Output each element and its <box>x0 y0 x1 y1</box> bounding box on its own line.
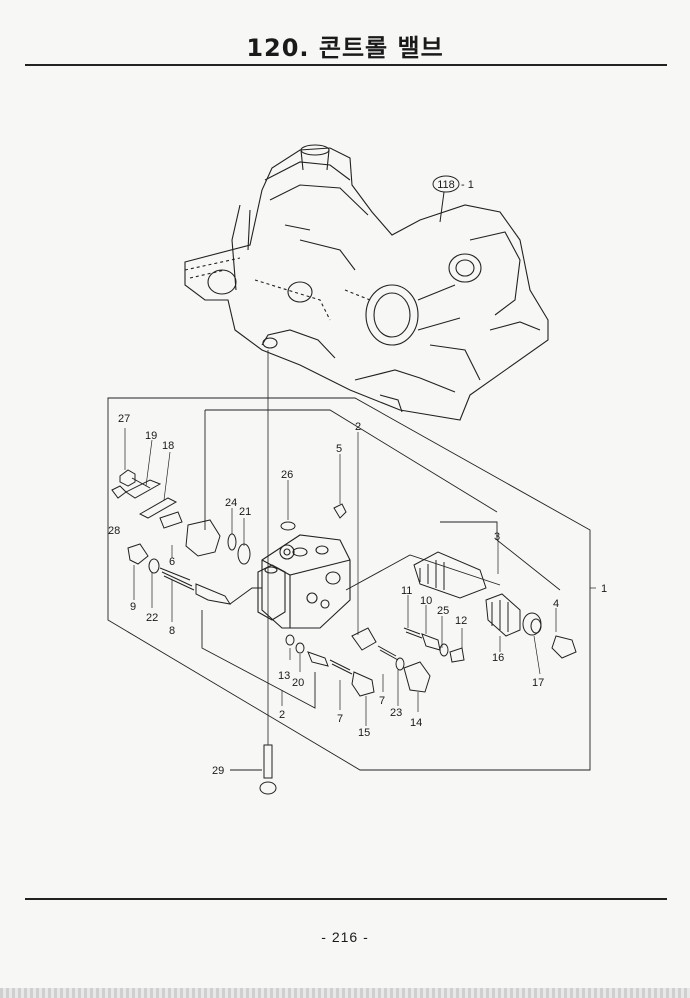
callout-label: 7 <box>337 713 343 725</box>
header-rule <box>25 64 667 66</box>
callout-label: - 1 <box>461 179 474 191</box>
callout-label: 14 <box>410 717 422 729</box>
callout-label: 10 <box>420 595 432 607</box>
page-number: - 216 - <box>321 929 369 945</box>
callout-label: 16 <box>492 652 504 664</box>
control-valve-body-drawing <box>257 534 351 629</box>
callout-label: 24 <box>225 497 237 509</box>
callout-label: 22 <box>146 612 158 624</box>
callout-label: 29 <box>212 765 224 777</box>
callout-label: 13 <box>278 670 290 682</box>
left-parts-group <box>111 469 262 605</box>
callout-label: 15 <box>358 727 370 739</box>
callout-label: 27 <box>118 413 130 425</box>
footer-rule <box>25 898 667 900</box>
callout-label: 3 <box>494 531 500 543</box>
bolt-29-drawing <box>230 744 277 795</box>
callout-label: 18 <box>162 440 174 452</box>
callout-label: 7 <box>379 695 385 707</box>
leader-lines <box>124 428 596 726</box>
scan-edge-strip <box>0 988 690 998</box>
callout-label: 28 <box>108 525 120 537</box>
callout-label: 4 <box>553 598 559 610</box>
page-title: 120. 콘트롤 밸브 <box>246 34 444 62</box>
callout-label: 17 <box>532 677 544 689</box>
callout-label: 26 <box>281 469 293 481</box>
callout-label: 2 <box>355 421 361 433</box>
callout-label: 21 <box>239 506 251 518</box>
callout-label: 8 <box>169 625 175 637</box>
callout-label: 2 <box>279 709 285 721</box>
callout-label: 118 <box>437 179 455 191</box>
center-parts-group <box>280 503 431 697</box>
transmission-housing-drawing <box>184 144 549 421</box>
callout-label: 1 <box>601 583 607 595</box>
callout-label: 20 <box>292 677 304 689</box>
callout-label: 9 <box>130 601 136 613</box>
callout-label: 5 <box>336 443 342 455</box>
right-parts-group <box>403 551 577 663</box>
callout-label: 11 <box>401 585 412 597</box>
callout-label: 23 <box>390 707 402 719</box>
callout-labels: 1 2 2 3 4 5 6 7 7 8 9 10 11 12 13 14 15 … <box>108 413 607 777</box>
callout-label: 25 <box>437 605 449 617</box>
callout-label: 12 <box>455 615 467 627</box>
assembly-outline <box>107 397 591 771</box>
callout-label: 19 <box>145 430 157 442</box>
reference-118-callout: 118 - 1 <box>432 175 474 223</box>
callout-label: 6 <box>169 556 175 568</box>
